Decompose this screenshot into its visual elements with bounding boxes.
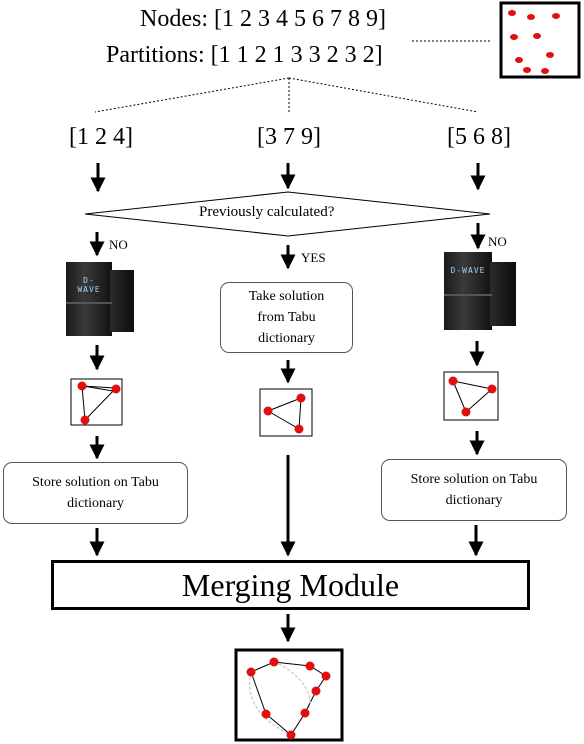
take-solution-line1: Take solution — [248, 289, 325, 304]
partition-label-right: [5 6 8] — [447, 124, 511, 150]
node-dot — [510, 34, 518, 40]
subgraph-center — [259, 388, 313, 437]
node-dot — [111, 384, 121, 394]
decision-diamond — [84, 191, 491, 237]
split-line-right — [288, 77, 479, 113]
edge — [267, 410, 300, 430]
edge — [82, 385, 114, 392]
final-merge-hint — [249, 671, 292, 736]
dwave-server-icon-left: D-WAVE — [60, 262, 134, 336]
partition-label-center: [3 7 9] — [257, 124, 321, 150]
server-side-panel — [110, 270, 134, 332]
store-right-line2: dictionary — [445, 493, 503, 508]
node-dot — [294, 424, 304, 434]
merging-module-box: Merging Module — [51, 560, 530, 610]
take-solution-line2: from Tabu — [257, 310, 316, 325]
split-line-left — [94, 77, 290, 113]
node-dot — [305, 661, 315, 671]
node-dot — [300, 708, 310, 718]
arrows-from-decision — [89, 223, 486, 270]
edge — [452, 380, 493, 390]
node-dot — [80, 415, 90, 425]
node-dot — [552, 13, 560, 19]
node-dot — [527, 14, 535, 20]
arrows-to-store — [89, 431, 485, 460]
partition-label-left: [1 2 4] — [69, 124, 133, 150]
final-graph-frame — [234, 648, 344, 742]
node-dot — [461, 407, 471, 417]
no-label-left: NO — [109, 237, 128, 252]
edge — [84, 387, 117, 421]
take-solution-line3: dictionary — [258, 331, 315, 346]
node-dot — [487, 384, 497, 394]
node-dot — [286, 730, 296, 740]
take-solution-box: Take solution from Tabu dictionary — [220, 282, 353, 353]
partitions-values: [1 1 2 1 3 3 2 3 2] — [210, 42, 383, 68]
nodes-row: Nodes: [1 2 3 4 5 6 7 8 9] — [140, 6, 386, 33]
node-dot — [246, 667, 256, 677]
partitions-row: Partitions: [1 1 2 1 3 3 2 3 2] — [106, 42, 383, 69]
node-dot — [263, 406, 273, 416]
node-dot — [321, 671, 331, 681]
node-dot — [541, 68, 549, 74]
edge — [452, 380, 467, 413]
edge — [81, 385, 86, 421]
full-graph-nodes — [508, 10, 560, 74]
final-graph — [234, 648, 344, 742]
store-solution-box-left: Store solution on Tabu dictionary — [3, 462, 188, 524]
server-brand-right: D-WAVE — [450, 266, 486, 275]
node-dot — [311, 686, 321, 696]
node-dot — [296, 393, 306, 403]
subgraph-left — [70, 378, 123, 426]
server-cabinet — [66, 262, 112, 336]
arrows-to-decision — [90, 163, 486, 193]
edge — [267, 397, 302, 412]
server-side-panel — [490, 262, 516, 326]
node-dot — [533, 33, 541, 39]
server-seam — [444, 294, 492, 296]
no-label-right: NO — [488, 234, 507, 249]
subgraph-right — [443, 371, 499, 421]
node-dot — [508, 10, 516, 16]
arrows-to-subgraphs — [89, 341, 485, 384]
nodes-label: Nodes: — [140, 6, 208, 32]
yes-label: YES — [301, 250, 326, 265]
server-brand-left: D-WAVE — [77, 276, 101, 294]
store-left-line2: dictionary — [67, 496, 124, 511]
partitions-label: Partitions: — [106, 42, 205, 68]
full-graph-box — [499, 1, 581, 79]
store-solution-box-right: Store solution on Tabu dictionary — [381, 459, 567, 521]
node-dot — [515, 57, 523, 63]
edge — [465, 388, 493, 413]
node-dot — [523, 67, 531, 73]
merging-module-label: Merging Module — [181, 566, 400, 603]
store-left-line1: Store solution on Tabu — [32, 475, 159, 490]
node-dot — [77, 381, 87, 391]
node-dot — [261, 709, 271, 719]
node-dot — [546, 52, 554, 58]
edge — [298, 397, 302, 430]
nodes-values: [1 2 3 4 5 6 7 8 9] — [214, 6, 386, 32]
node-dot — [448, 376, 458, 386]
node-dot — [269, 657, 279, 667]
arrows-to-merge — [89, 455, 484, 557]
server-seam — [66, 302, 112, 304]
dwave-server-icon-right: D-WAVE — [440, 252, 518, 330]
store-right-line1: Store solution on Tabu — [410, 472, 538, 487]
server-cabinet — [444, 252, 492, 330]
decision-question: Previously calculated? — [199, 204, 335, 220]
partition-split-lines — [94, 77, 479, 113]
